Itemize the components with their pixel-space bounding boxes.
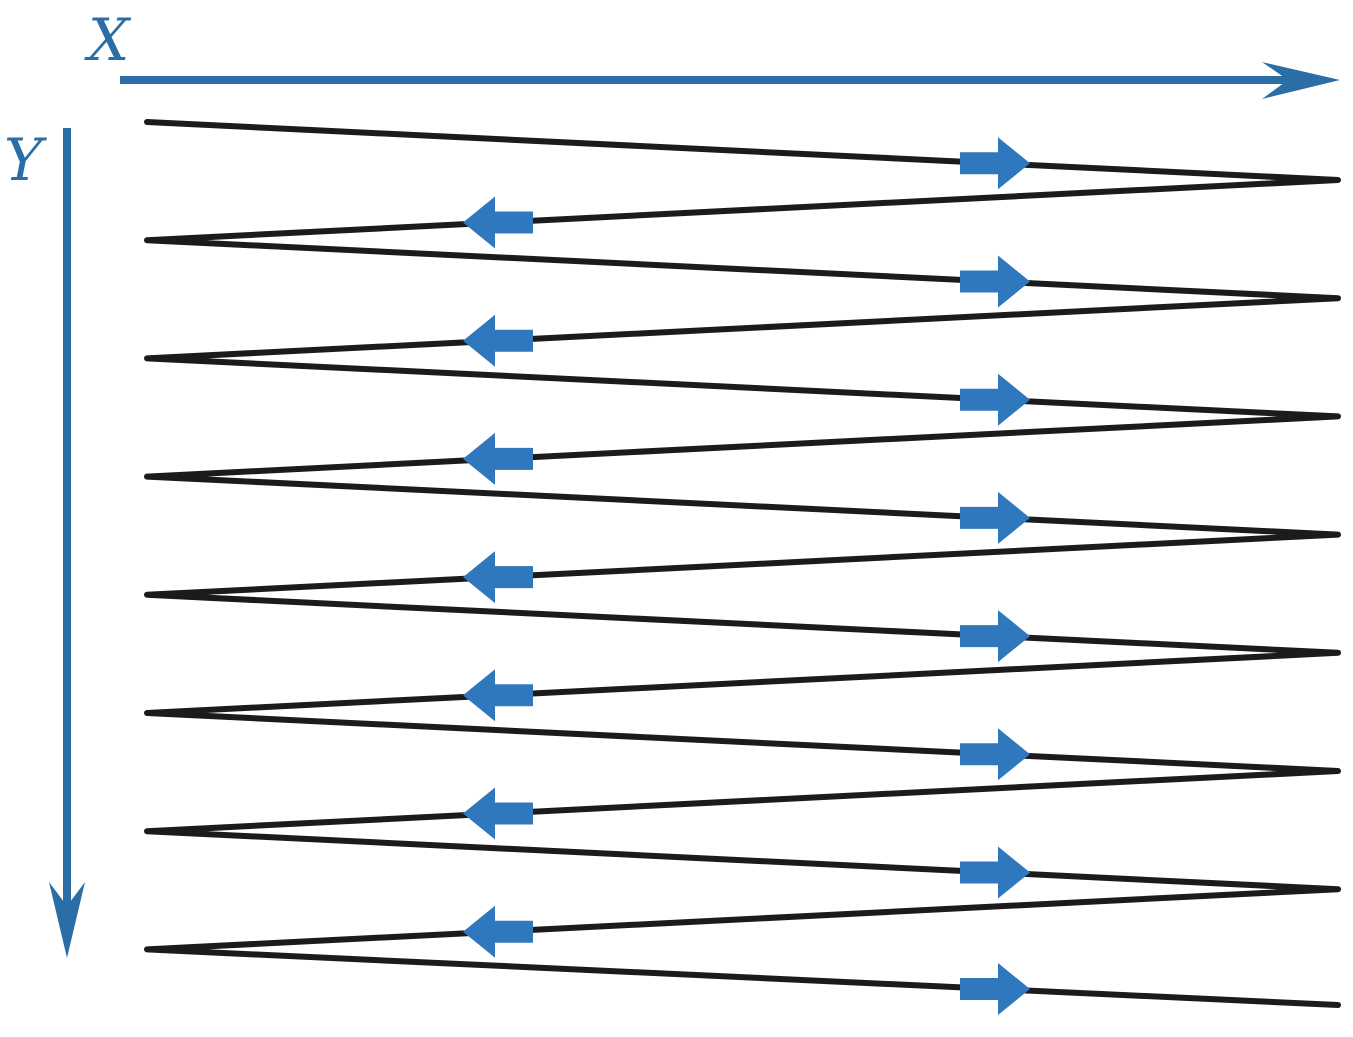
right-direction-arrow-7 [960,846,1030,899]
left-direction-arrow-4 [463,551,533,604]
left-direction-arrow-7 [463,905,533,958]
right-direction-arrow-1 [960,137,1030,190]
y-axis: Y [4,126,85,958]
scan-path [144,119,1341,1008]
right-direction-arrow-8 [960,963,1030,1015]
right-direction-arrow-6 [960,728,1030,781]
left-direction-arrow-2 [463,314,533,367]
x-axis-arrowhead [1262,62,1340,99]
y-axis-label: Y [4,126,47,194]
x-axis-label: X [84,6,132,74]
right-direction-arrow-2 [960,255,1030,308]
y-axis-arrowhead [49,882,85,958]
left-direction-arrow-3 [463,432,533,485]
right-direction-arrow-3 [960,373,1030,426]
x-axis: X [84,6,1340,99]
left-direction-arrow-1 [463,196,533,249]
direction-arrows [463,137,1030,1015]
right-direction-arrow-5 [960,610,1030,663]
right-direction-arrow-4 [960,491,1030,544]
left-direction-arrow-5 [463,669,533,722]
left-direction-arrow-6 [463,787,533,840]
